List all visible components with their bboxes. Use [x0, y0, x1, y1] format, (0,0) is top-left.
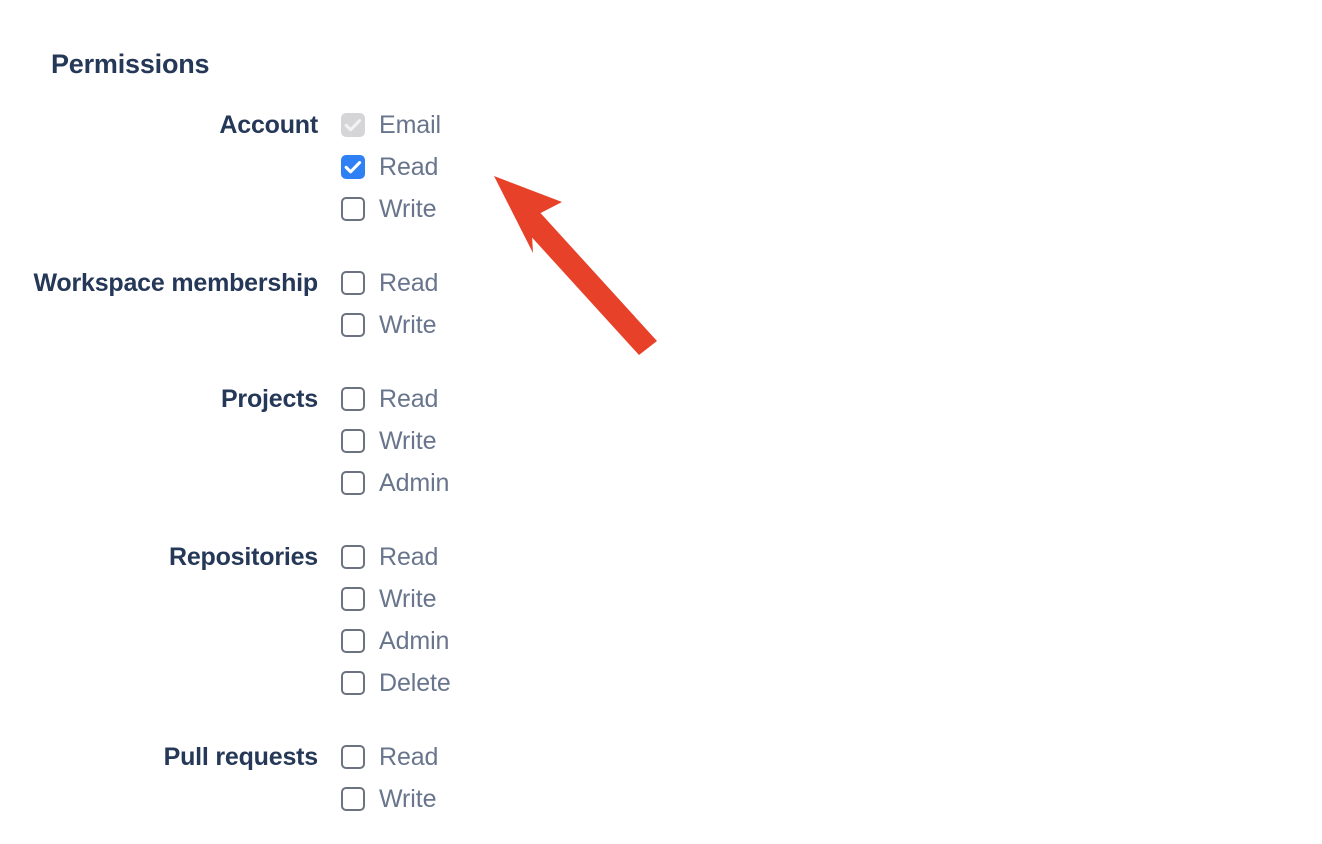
- checkbox-write[interactable]: [341, 429, 365, 453]
- permission-group: IssuesReadWrite: [660, 104, 1322, 188]
- permission-option-row[interactable]: Write: [341, 188, 441, 230]
- permission-group: RunnersReadWrite: [660, 642, 1322, 726]
- checkbox-read[interactable]: [341, 545, 365, 569]
- permission-option-label: Read: [379, 542, 439, 571]
- permission-option-label: Admin: [379, 626, 450, 655]
- permission-option-row[interactable]: Write: [341, 304, 438, 346]
- permission-group-label: Repositories: [168, 543, 318, 571]
- permission-group-label: Pipelines: [660, 484, 1322, 526]
- checkbox-admin[interactable]: [341, 471, 365, 495]
- permission-option-row[interactable]: Admin: [341, 462, 449, 504]
- permission-option-row[interactable]: Read: [341, 146, 441, 188]
- checkbox-email: [341, 113, 365, 137]
- permission-option-label: Write: [379, 426, 437, 455]
- permission-group-label: Pull requests: [163, 743, 319, 771]
- permission-option-label: Delete: [379, 668, 451, 697]
- permission-option-label: Write: [379, 194, 437, 223]
- permission-group-label: Workspace membership: [33, 269, 318, 297]
- permission-option-label: Write: [379, 310, 437, 339]
- permission-option-label: Admin: [379, 468, 450, 497]
- permission-option-row[interactable]: Write: [341, 578, 451, 620]
- permission-group-label: Issues: [660, 104, 1322, 146]
- permission-group-label: Account: [219, 111, 318, 139]
- checkbox-write[interactable]: [341, 587, 365, 611]
- permission-group-label: Projects: [220, 385, 318, 413]
- permission-option-label: Read: [379, 152, 439, 181]
- permission-option-row[interactable]: Delete: [341, 662, 451, 704]
- permission-option-row[interactable]: Read: [341, 736, 438, 778]
- permission-group-label: Snippets: [660, 294, 1322, 336]
- checkbox-read[interactable]: [341, 745, 365, 769]
- permission-option-label: Write: [379, 584, 437, 613]
- permission-group: PipelinesReadWriteEdit variables: [660, 484, 1322, 610]
- permission-option-label: Read: [379, 268, 439, 297]
- permission-option-row[interactable]: Read: [341, 378, 449, 420]
- permission-group-label: Wikis: [660, 220, 1322, 262]
- permission-option-label: Email: [379, 110, 442, 139]
- permission-option-row[interactable]: Write: [341, 420, 449, 462]
- permission-option-row[interactable]: Read: [341, 536, 451, 578]
- permission-group: SnippetsReadWrite: [660, 294, 1322, 378]
- checkbox-admin[interactable]: [341, 629, 365, 653]
- permission-group-label: Webhooks: [660, 410, 1322, 452]
- checkbox-read[interactable]: [341, 387, 365, 411]
- permission-option-row[interactable]: Admin: [341, 620, 451, 662]
- checkbox-write[interactable]: [341, 197, 365, 221]
- permission-option-row[interactable]: Email: [341, 104, 441, 146]
- permissions-column-right: IssuesReadWriteWikisRead and writeSnippe…: [660, 104, 1322, 726]
- permission-group: WebhooksRead and write: [660, 410, 1322, 452]
- checkbox-read[interactable]: [341, 155, 365, 179]
- checkbox-delete[interactable]: [341, 671, 365, 695]
- page-title: Permissions: [51, 49, 210, 79]
- checkbox-write[interactable]: [341, 313, 365, 337]
- permission-option-label: Read: [379, 742, 439, 771]
- permission-group: WikisRead and write: [660, 220, 1322, 262]
- permission-option-row[interactable]: Write: [341, 778, 438, 820]
- permission-option-row[interactable]: Read: [341, 262, 438, 304]
- checkbox-read[interactable]: [341, 271, 365, 295]
- permission-option-label: Write: [379, 784, 437, 813]
- checkbox-write[interactable]: [341, 787, 365, 811]
- permission-group-label: Runners: [660, 642, 1322, 684]
- permission-option-label: Read: [379, 384, 439, 413]
